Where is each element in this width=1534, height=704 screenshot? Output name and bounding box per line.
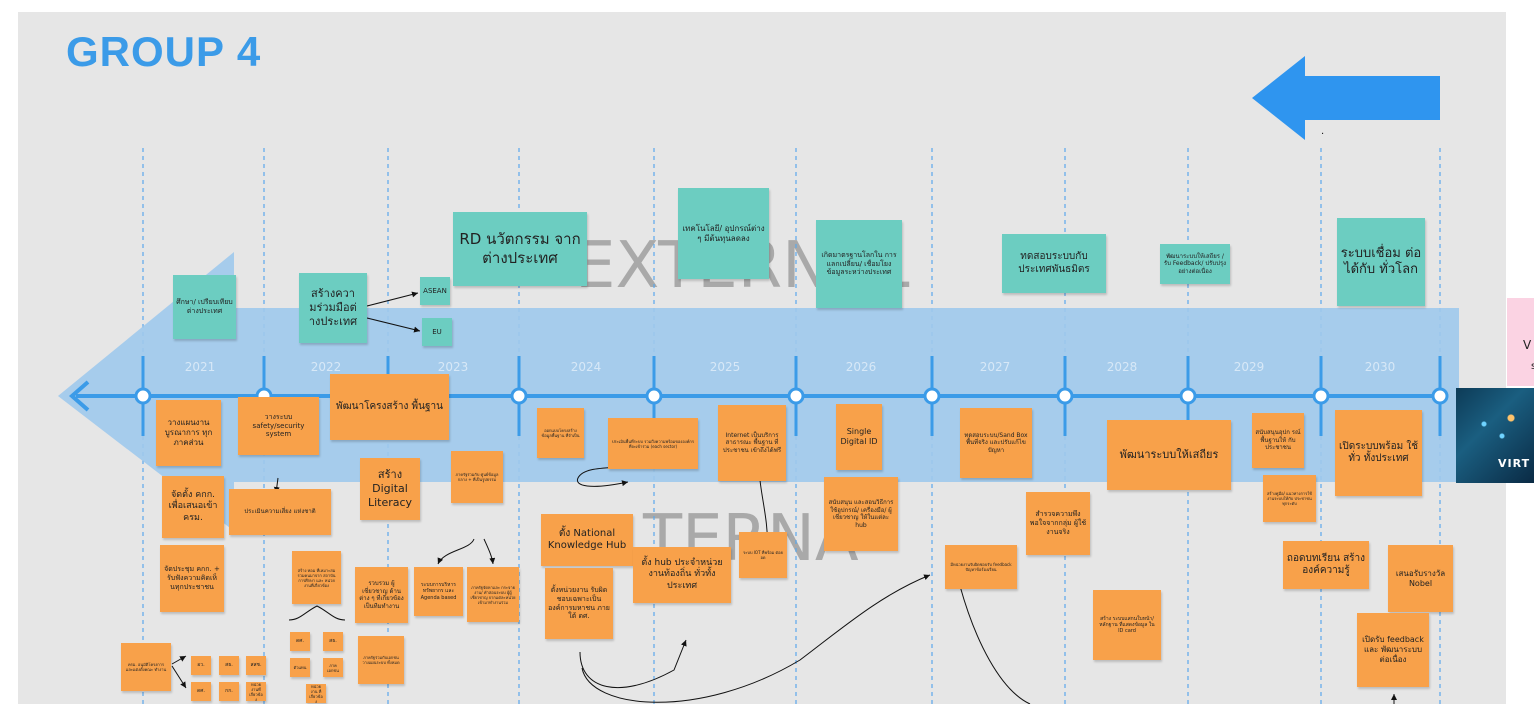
internal-note-i27[interactable]: ประเมินพื้นที่ระบบ รวมถึงความพร้อมขององค… — [608, 418, 698, 469]
external-note-e8[interactable]: ทดสอบระบบกับ ประเทศพันธมิตร — [1002, 234, 1106, 293]
year-label-2021: 2021 — [184, 360, 216, 374]
year-marker-10 — [1431, 387, 1449, 405]
internal-note-i28[interactable]: ตั้ง National Knowledge Hub — [541, 514, 633, 566]
side-image-caption: VIRT — [1498, 457, 1531, 470]
internal-note-i35[interactable]: ทดสอบระบบ/Sand Box พื้นที่จริง และปรับแก… — [960, 408, 1032, 478]
year-label-2026: 2026 — [845, 360, 877, 374]
image-graphic — [1466, 400, 1526, 460]
year-label-2022: 2022 — [310, 360, 342, 374]
year-marker-9 — [1312, 387, 1330, 405]
internal-note-i15[interactable]: สร้าง ทอม ที่เหมาะสมรวมคนมาจาก สถาบันการ… — [292, 551, 341, 604]
internal-note-i19[interactable]: ภาคเอกชน — [323, 658, 343, 677]
internal-note-i17[interactable]: สธ. — [323, 632, 343, 651]
internal-note-i38[interactable]: พัฒนาระบบให้เสถียร — [1107, 420, 1231, 490]
internal-note-i34[interactable]: สนับสนุน และสอนวิธีการ ใช้อุปกรณ์/ เครื่… — [824, 477, 898, 551]
internal-note-i2[interactable]: วางระบบ safety/security system — [238, 397, 319, 455]
side-image[interactable]: VIRT — [1456, 388, 1534, 483]
internal-note-i20[interactable]: หน่วยงาน ที่เกี่ยวข้อง — [306, 684, 326, 703]
internal-note-i7[interactable]: จัดประชุม คกก. + รับฟังความคิดเห็ นทุกปร… — [160, 545, 224, 612]
external-note-e6[interactable]: เทคโนโลยี/ อุปกรณ์ต่าง ๆ มีต้นทุนลดลง — [678, 188, 769, 279]
connector-asean — [366, 291, 419, 307]
external-note-e3[interactable]: ASEAN — [420, 277, 450, 305]
internal-note-i39[interactable]: สร้าง ระบบแสกนใบหน้า/ หลักฐาน ที่แสดงข้อ… — [1093, 590, 1161, 660]
year-label-2029: 2029 — [1233, 360, 1265, 374]
internal-note-i31[interactable]: Internet เป็นบริการสาธารณะ พื้นฐาน ที่ปร… — [718, 405, 786, 481]
connector-bottom-1 — [579, 639, 687, 689]
internal-note-i36[interactable]: สำรวจความพึง พอใจจากกลุ่ม ผู้ใช้งานจริง — [1026, 492, 1090, 555]
year-marker-8 — [1179, 387, 1197, 405]
internal-note-i22[interactable]: ภาครัฐร่วมกับเอกชน วางแผนระบบ ทั้งหมด — [358, 636, 404, 684]
internal-note-i25[interactable]: ภาครัฐจัดหาและ กระจายงาน/ คำสอนระบบ ผู้ผ… — [467, 567, 519, 622]
year-marker-5 — [787, 387, 805, 405]
internal-note-i45[interactable]: เปิดรับ feedback และ พัฒนาระบบ ต่อเนื่อง — [1357, 613, 1429, 687]
external-note-e7[interactable]: เกิดมาตรฐานโลกใน การแลกเปลี่ยน/ เชื่อมโย… — [816, 220, 902, 308]
internal-note-i5[interactable]: ประเมินความเสี่ยง แห่งชาติ — [229, 489, 331, 535]
internal-note-i9[interactable]: อว. — [191, 656, 211, 675]
year-marker-7 — [1056, 387, 1074, 405]
external-note-e5[interactable]: RD นวัตกรรม จากต่างประเทศ — [453, 212, 587, 286]
internal-note-i29[interactable]: ตั้งหน่วยงาน รับผิดชอบเฉพาะเป็น องค์การม… — [545, 568, 613, 639]
year-label-2024: 2024 — [570, 360, 602, 374]
connector-2023-right — [483, 538, 496, 565]
internal-note-i26[interactable]: ออกแบบโครงสร้าง ข้อมูลพื้นฐาน ที่จำเป็น — [537, 408, 584, 458]
connector-2023-left — [437, 538, 475, 565]
year-label-2030: 2030 — [1364, 360, 1396, 374]
connector-2021-a — [171, 655, 187, 665]
year-marker-3 — [510, 387, 528, 405]
internal-note-i41[interactable]: สร้างคู่มือ/ แนวทางการใช้ งานระบบให้กับ … — [1263, 475, 1316, 522]
connector-2022-brace — [288, 605, 346, 621]
external-note-e2[interactable]: สร้างควา มร่วมมือต่ างประเทศ — [299, 273, 367, 343]
external-note-e9[interactable]: พัฒนาระบบให้เสถียร / รับ Feedback/ ปรับป… — [1160, 244, 1230, 284]
connector-bottom-2 — [581, 574, 931, 703]
year-label-2028: 2028 — [1106, 360, 1138, 374]
internal-note-i37[interactable]: มีหน่วยงานรับผิดชอบรับ feedback ปัญหาข้อ… — [945, 545, 1017, 589]
internal-note-i30[interactable]: ตั้ง hub ประจำหน่วยงานท้องถิ่น ทั่วทั้งป… — [633, 547, 731, 603]
external-note-e10[interactable]: ระบบเชื่อม ต่อได้กับ ทั่วโลก — [1337, 218, 1425, 306]
internal-note-i18[interactable]: ตัวแทน — [290, 658, 310, 677]
internal-note-i3[interactable]: พัฒนาโครงสร้าง พื้นฐาน — [330, 374, 449, 440]
connector-2021-b — [171, 665, 187, 689]
connector-bottom-3 — [959, 585, 1031, 704]
connector-eu — [366, 317, 421, 333]
internal-note-i14[interactable]: หน่วยงานที่เกี่ยวข้อง — [246, 682, 266, 701]
internal-note-i16[interactable]: ดศ. — [290, 632, 310, 651]
timeline-axis-arrowhead — [68, 380, 90, 412]
internal-note-i11[interactable]: สสช. — [246, 656, 266, 675]
internal-note-i40[interactable]: สนับสนุนอุปก รณ์พื้นฐานให้ กับประชาชน — [1252, 413, 1304, 468]
direction-arrow-icon — [1252, 56, 1440, 140]
side-card[interactable]: V s — [1507, 298, 1534, 386]
internal-note-i12[interactable]: ดศ. — [191, 682, 211, 701]
year-label-2027: 2027 — [979, 360, 1011, 374]
internal-note-i42[interactable]: เปิดระบบพร้อม ใช้ทั่ว ทั้งประเทศ — [1335, 410, 1422, 496]
year-label-2023: 2023 — [437, 360, 469, 374]
internal-note-i21[interactable]: รวบรวม ผู้เชี่ยวชาญ ด้านต่าง ๆ ที่เกี่ยว… — [355, 567, 408, 623]
year-marker-4 — [645, 387, 663, 405]
internal-note-i6[interactable]: สร้าง Digital Literacy — [360, 458, 420, 520]
internal-note-i8[interactable]: ครม. อนุมัติโครงการ และแต่งตั้งคณะ ทำงาน — [121, 643, 171, 691]
page-title: GROUP 4 — [66, 28, 262, 75]
internal-note-i32[interactable]: ระบบ IOT ที่พร้อม ต่อยอด — [739, 532, 787, 578]
internal-note-i44[interactable]: เสนอรับรางวัล Nobel — [1388, 545, 1453, 612]
internal-note-i43[interactable]: ถอดบทเรียน สร้างองค์ความรู้ — [1283, 541, 1369, 589]
internal-note-i24[interactable]: ระบบการบริหาร ทรัพยากร และ Agenda based — [414, 567, 463, 616]
year-marker-0 — [134, 387, 152, 405]
internal-note-i33[interactable]: Single Digital ID — [836, 404, 882, 470]
internal-note-i10[interactable]: สธ. — [219, 656, 239, 675]
internal-note-i1[interactable]: วางแผนงาน บูรณาการ ทุกภาคส่วน — [156, 400, 221, 466]
direction-dot: . — [1321, 126, 1324, 137]
internal-note-i4[interactable]: จัดตั้ง คกก. เพื่อเสนอเข้า ครม. — [162, 476, 224, 538]
external-note-e1[interactable]: ศึกษา/ เปรียบเทียบ ต่างประเทศ — [173, 275, 236, 339]
internal-note-i13[interactable]: กก. — [219, 682, 239, 701]
year-marker-6 — [923, 387, 941, 405]
external-note-e4[interactable]: EU — [422, 318, 452, 346]
internal-note-i23[interactable]: ภาครัฐร่วมกับ ศูนย์ข้อมูลกลาง + ที่เป็นร… — [451, 451, 503, 503]
year-label-2025: 2025 — [709, 360, 741, 374]
